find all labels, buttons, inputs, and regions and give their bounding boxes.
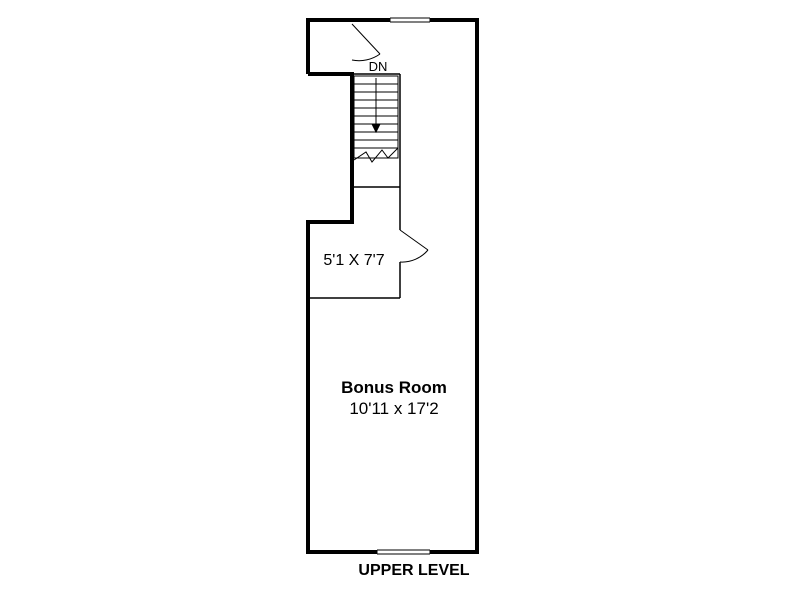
stair-down-label: DN <box>369 59 388 74</box>
doors <box>351 23 429 263</box>
closet-dimensions: 5'1 X 7'7 <box>323 252 384 269</box>
interior-walls <box>310 73 401 299</box>
windows <box>376 17 431 555</box>
level-label: UPPER LEVEL <box>358 562 469 579</box>
exterior-walls <box>306 18 479 554</box>
bonus-room-dimensions: 10'11 x 17'2 <box>349 399 438 418</box>
closet-nook-door <box>351 23 381 62</box>
bonus-room-name: Bonus Room <box>341 378 447 397</box>
bottom-window <box>376 549 431 555</box>
stairs <box>353 75 399 163</box>
top-window <box>389 17 431 23</box>
closet-door <box>399 229 429 263</box>
